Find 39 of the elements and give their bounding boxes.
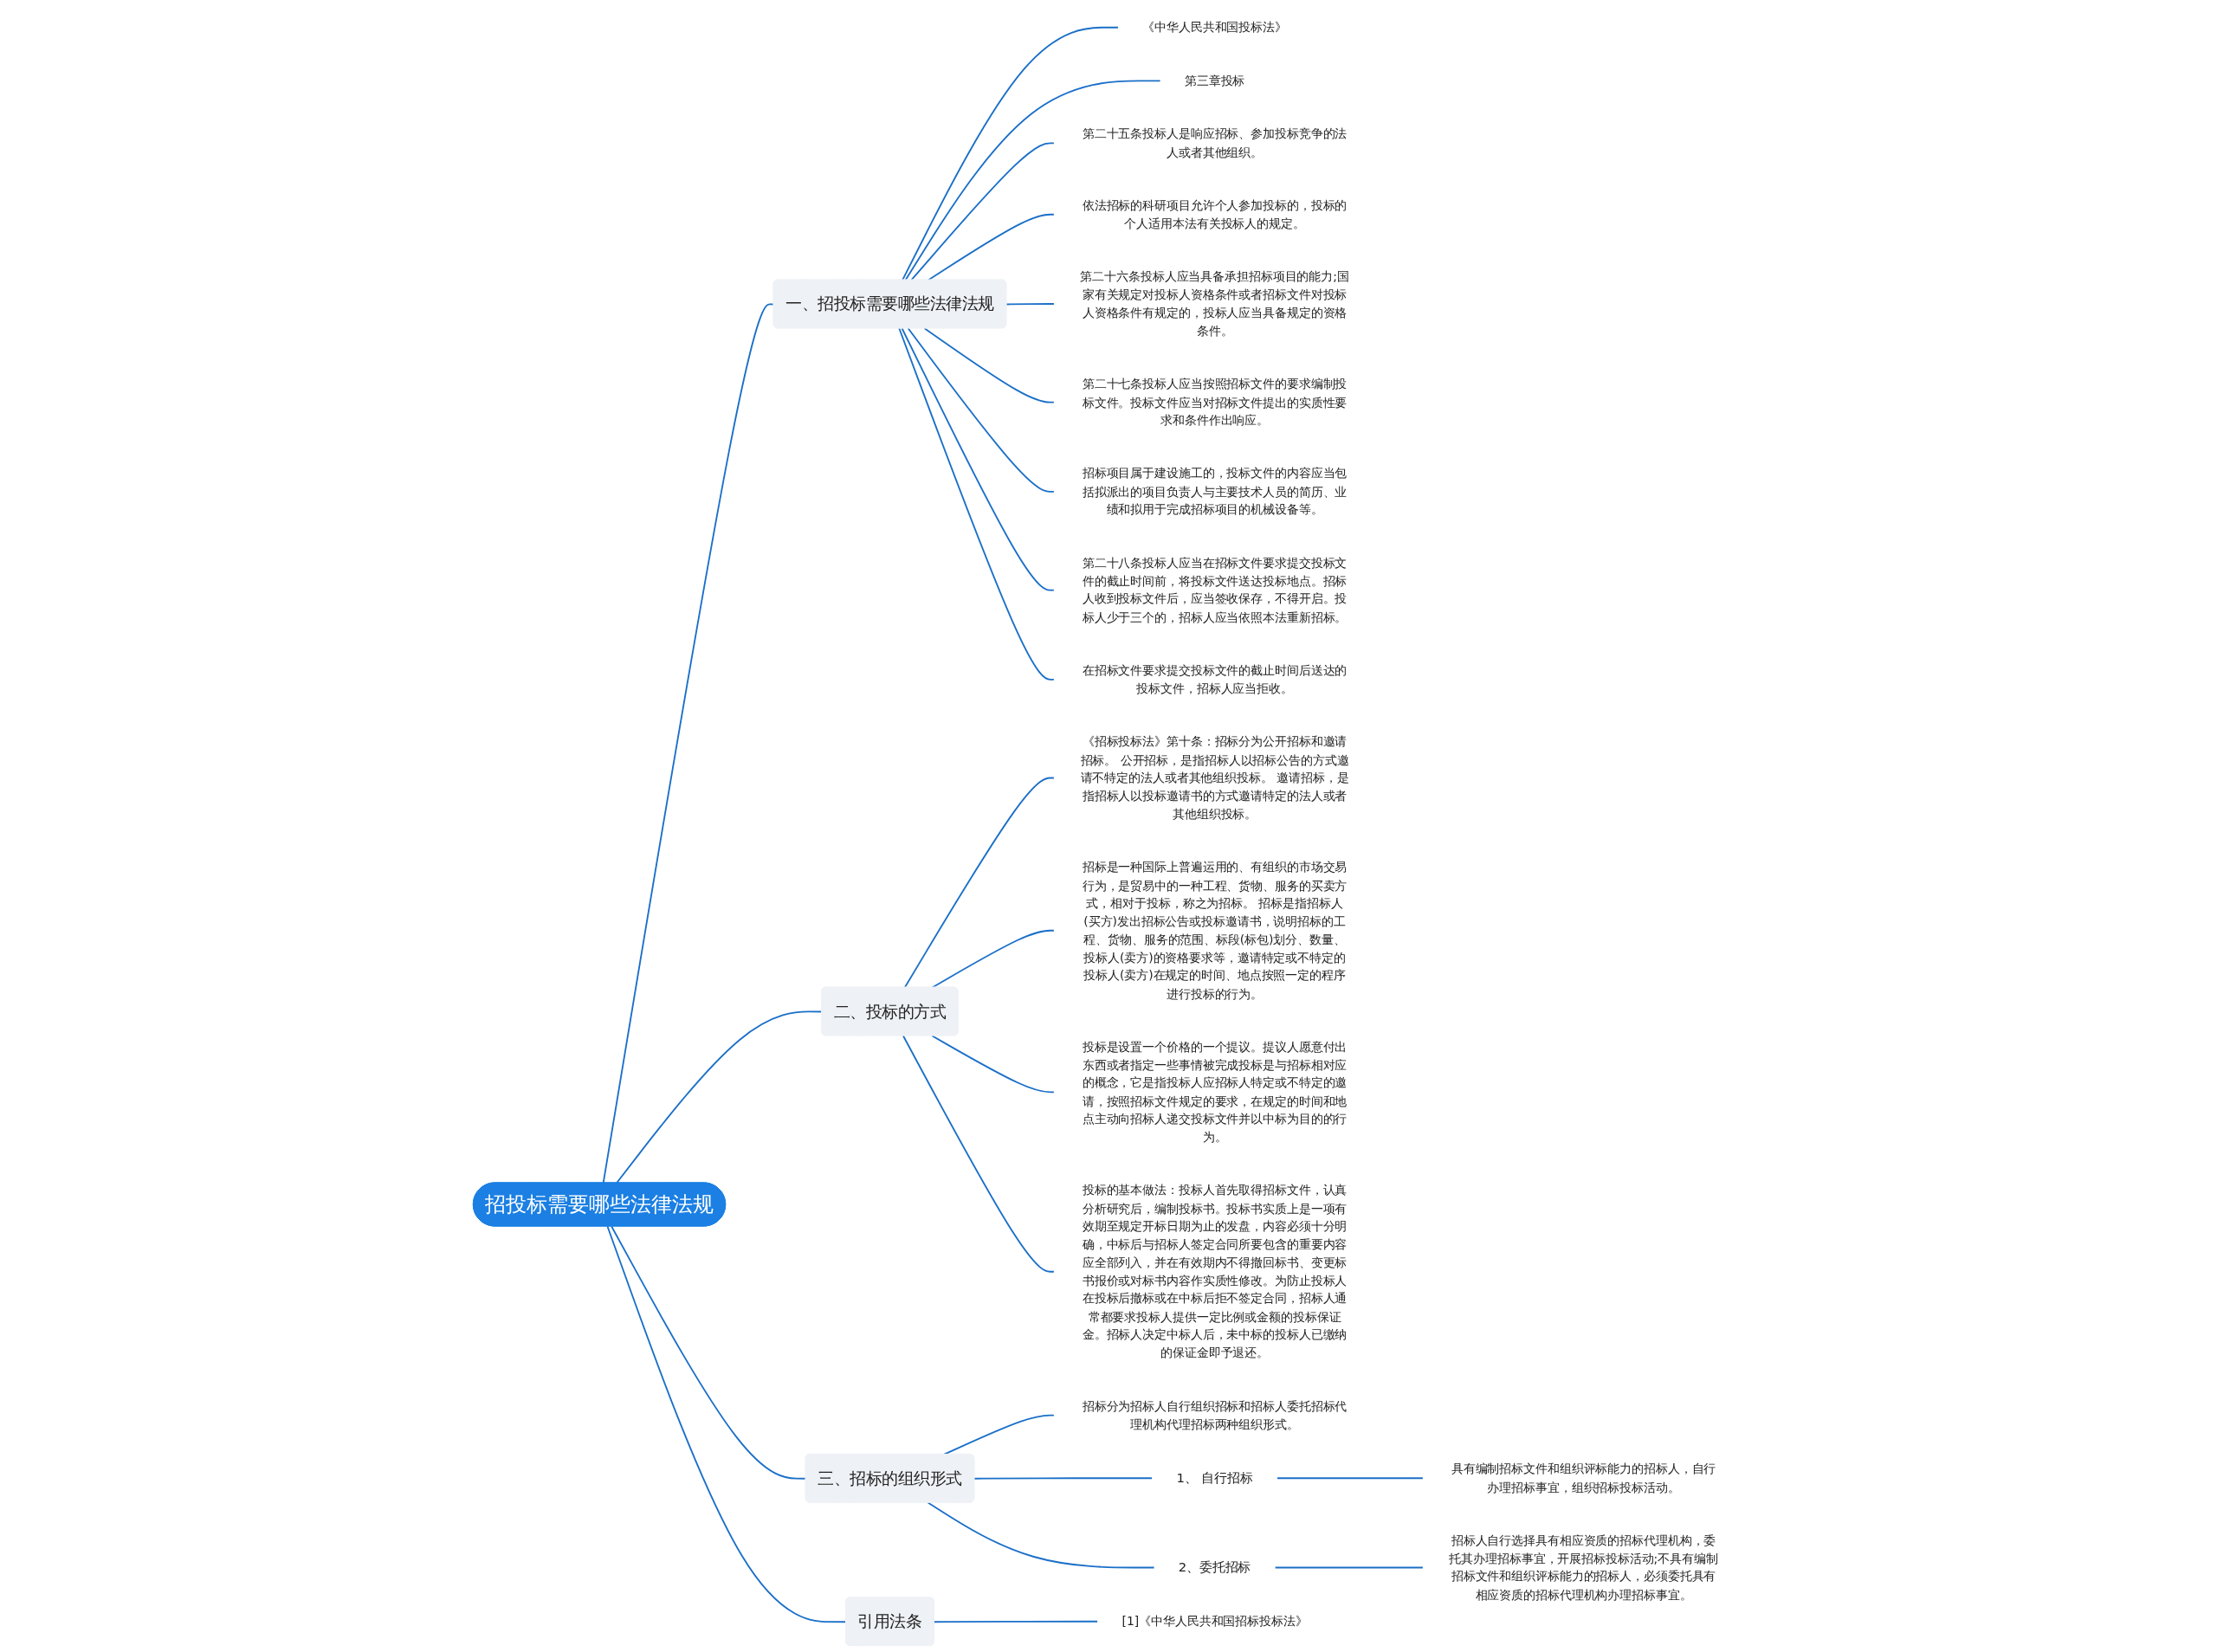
node-text: 投标是设置一个价格的一个提议。提议人愿意付出东西或者指定一些事情被完成投标是与招标相对应的概念，它是指投标人应招标人特定或不特定的邀请，按照招标文件规定的要求，在规定的时间和地点主动向招标人递交投标文件并以中标为目的的行为。 xyxy=(1082,1039,1348,1145)
node-text: 依法招标的科研项目允许个人参加投标的，投标的个人适用本法有关投标人的规定。 xyxy=(1082,197,1348,231)
connector xyxy=(927,1501,1155,1569)
connector xyxy=(611,1225,807,1480)
connector xyxy=(910,142,1056,281)
connector xyxy=(923,327,1056,403)
node-text: 第二十五条投标人是响应招标、参加投标竞争的法人或者其他组织。 xyxy=(1082,126,1348,159)
node-text: 具有编制招标文件和组织评标能力的招标人，自行办理招标事宜，组织招标投标活动。 xyxy=(1451,1462,1716,1494)
connector xyxy=(902,1035,1056,1273)
node-text: 招标是一种国际上普遍运用的、有组织的市场交易行为，是贸易中的一种工程、货物、服务的买卖方式，相对于投标，称之为招标。 招标是指招标人(买方)发出招标公告或投标邀请书，说明招标的工程、货物、服务的范围、标段(标包)划分、数量、投标人(卖方)的资格要求等，邀请特定或不特定的投标人(卖方)在规定的时间、地点按照一定的程序进行投标的行为。 xyxy=(1082,860,1348,1001)
node-text: 1、 自行招标 xyxy=(1176,1469,1253,1486)
connector xyxy=(1005,303,1056,306)
connector xyxy=(904,80,1161,281)
node-text: 第二十八条投标人应当在招标文件要求提交投标文件的截止时间前，将投标文件送达投标地点。招标人收到投标文件后，应当签收保存，不得开启。投标人少于三个的，招标人应当依照本法重新招标。 xyxy=(1082,555,1348,624)
connector xyxy=(907,327,1056,493)
connector xyxy=(1276,1477,1425,1480)
node-text: 招标人自行选择具有相应资质的招标代理机构，委托其办理招标事宜，开展招标投标活动;不具有编制招标文件和组织评标能力的招标人，必须委托具有相应资质的招标代理机构办理招标事宜。 xyxy=(1449,1533,1718,1602)
connector xyxy=(931,1035,1056,1094)
connector xyxy=(927,213,1056,281)
node-text: 第三章投标 xyxy=(1184,73,1245,88)
node-text: 招标项目属于建设施工的，投标文件的内容应当包括拟派出的项目负责人与主要技术人员的简历、业绩和拟用于完成招标项目的机械设备等。 xyxy=(1082,466,1348,517)
connector xyxy=(973,1477,1154,1480)
node-text: 第二十七条投标人应当按照招标文件的要求编制投标文件。投标文件应当对招标文件提出的实质性要求和条件作出响应。 xyxy=(1082,377,1348,428)
node-text: 招标分为招标人自行组织招标和招标人委托招标代理机构代理招标两种组织形式。 xyxy=(1082,1398,1348,1432)
connector xyxy=(931,929,1056,989)
connector xyxy=(902,26,1120,281)
connector xyxy=(933,1620,1099,1623)
connector xyxy=(606,1225,847,1623)
node-text: [1]《中华人民共和国招标投标法》 xyxy=(1121,1614,1308,1629)
node-text: 投标的基本做法：投标人首先取得招标文件，认真分析研究后，编制投标书。投标书实质上是一项有效期至规定开标日期为止的发盘，内容必须十分明确，中标后与招标人签定合同所要包含的重要内容应全部列入，并在有效期内不得撤回标书、变更标书报价或对标书内容作实质性修改。为防止投标人在投标后撤标或在中标后拒不签定合同，招标人通常都要求投标人提供一定比例或金额的投标保证金。招标人决定中标人后，未中标的投标人已缴纳的保证金即予退还。 xyxy=(1082,1183,1348,1360)
connector xyxy=(903,777,1056,989)
connector xyxy=(901,327,1056,591)
node-text: 《招标投标法》第十条：招标分为公开招标和邀请招标。 公开招标，是指招标人以招标公告的方式邀请不特定的法人或者其他组织投标。 邀请招标，是指招标人以投标邀请书的方式邀请特定的法人或者其他组织投标。 xyxy=(1080,734,1349,822)
node-text: 第二十六条投标人应当具备承担招标项目的能力;国家有关规定对投标人资格条件或者招标文件对投标人资格条件有规定的，投标人应当具备规定的资格条件。 xyxy=(1080,269,1349,339)
connector xyxy=(1274,1566,1425,1569)
connector xyxy=(898,327,1056,681)
node-text: 2、委托招标 xyxy=(1178,1559,1251,1575)
node-text: 《中华人民共和国投标法》 xyxy=(1142,20,1287,35)
node-text: 在招标文件要求提交投标文件的截止时间后送达的投标文件，招标人应当拒收。 xyxy=(1082,662,1348,696)
